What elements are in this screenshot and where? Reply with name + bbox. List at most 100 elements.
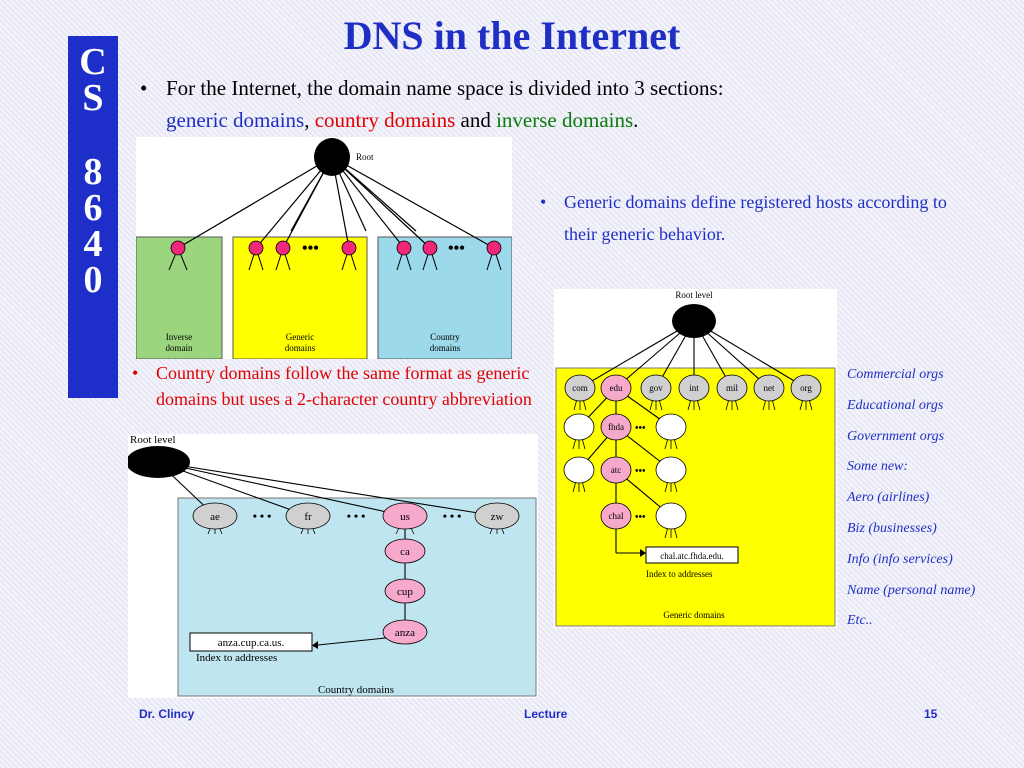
course-letter: S — [82, 77, 104, 119]
org-item: Name (personal name) — [847, 582, 976, 598]
tld-node — [564, 374, 596, 402]
index-label: Index to addresses — [646, 569, 713, 579]
tree-node — [248, 240, 264, 256]
org-item: Etc.. — [847, 613, 873, 629]
address-box — [189, 632, 313, 652]
country-label-2: domains — [430, 343, 461, 353]
org-item: Info (info services) — [847, 551, 953, 567]
index-label: Index to addresses — [196, 652, 277, 664]
tree-node — [486, 240, 502, 256]
generic-label-1: Generic — [286, 332, 314, 342]
tree-node — [600, 456, 632, 484]
inverse-domains-term: inverse domains — [496, 108, 634, 132]
tree-node — [396, 240, 412, 256]
tld-label: ae — [210, 511, 220, 523]
tree-node — [600, 413, 632, 441]
country-bullet: •Country domains follow the same format … — [132, 360, 552, 412]
node-label: atc — [611, 465, 622, 475]
address-box — [645, 546, 739, 564]
tree-node — [275, 240, 291, 256]
intro-bullet: •For the Internet, the domain name space… — [140, 76, 724, 132]
tree-node — [600, 502, 632, 530]
tld-node — [753, 374, 785, 402]
node-label: chal — [609, 511, 624, 521]
root-node — [128, 446, 190, 478]
tree-node — [655, 413, 687, 441]
node-label: fhda — [608, 422, 624, 432]
tld-label: int — [689, 383, 699, 393]
tree-node — [563, 456, 595, 484]
inverse-label-2: domain — [166, 343, 193, 353]
tld-label: fr — [304, 511, 312, 523]
tld-node — [382, 502, 428, 530]
tree-node — [170, 240, 186, 256]
tld-label: mil — [726, 383, 739, 393]
tree-node — [655, 502, 687, 530]
footer-page-number: 15 — [924, 707, 938, 721]
inverse-label-1: Inverse — [166, 332, 193, 342]
generic-bullet-text: Generic domains define registered hosts … — [564, 192, 947, 244]
generic-domain-box — [232, 236, 368, 359]
slide-title: DNS in the Internet — [343, 13, 681, 58]
root-level-label: Root level — [675, 290, 713, 300]
root-node — [672, 304, 716, 338]
and-word: and — [460, 108, 491, 132]
country-bullet-text: Country domains follow the same format a… — [156, 363, 532, 409]
country-panel — [177, 497, 537, 697]
inverse-domain-box — [136, 236, 223, 359]
org-item: Biz (businesses) — [847, 520, 937, 536]
node-label: ca — [400, 546, 410, 558]
org-item: Commercial orgs — [847, 367, 944, 382]
generic-orgs-list: Commercial orgs Educational orgs Governm… — [847, 364, 1022, 641]
course-digit: 8 — [83, 151, 103, 193]
ellipsis: ••• — [635, 423, 646, 434]
tld-label: zw — [491, 511, 504, 523]
comma: , — [304, 108, 310, 132]
footer-author: Dr. Clincy — [139, 707, 195, 721]
tree-node — [384, 578, 426, 604]
generic-domains-term: generic domains — [166, 108, 305, 132]
tld-label: us — [400, 511, 410, 523]
domain-sections-figure: Root ••• ••• Inverse domain Generic doma… — [136, 137, 512, 359]
tld-node — [192, 502, 238, 530]
country-label-1: Country — [430, 332, 460, 342]
root-level-label: Root level — [130, 434, 176, 446]
generic-domains-figure: Root level — [554, 289, 837, 628]
course-digit: 6 — [83, 187, 103, 229]
tld-node — [285, 502, 331, 530]
ellipsis: • • • — [253, 509, 272, 523]
address-text: anza.cup.ca.us. — [218, 637, 285, 649]
generic-bullet: •Generic domains define registered hosts… — [540, 186, 960, 250]
node-label: cup — [397, 586, 413, 598]
ellipsis: ••• — [302, 240, 319, 257]
ellipsis: ••• — [635, 466, 646, 477]
generic-label-2: domains — [285, 343, 316, 353]
tld-node — [640, 374, 672, 402]
root-label: Root — [356, 152, 374, 162]
generic-panel — [555, 367, 836, 627]
course-digit: 0 — [83, 259, 103, 301]
tld-node — [790, 374, 822, 402]
country-domains-term: country domains — [314, 108, 456, 132]
tld-node — [474, 502, 520, 530]
ellipsis: • • • — [443, 509, 462, 523]
tld-node — [600, 374, 632, 402]
ellipsis: ••• — [448, 240, 465, 257]
tree-node — [341, 240, 357, 256]
org-item: Government orgs — [847, 428, 945, 444]
tld-node — [678, 374, 710, 402]
intro-text: For the Internet, the domain name space … — [166, 76, 724, 100]
tree-node — [655, 456, 687, 484]
panel-caption: Generic domains — [663, 610, 725, 620]
country-domains-figure: Root level ae fr us zw ca cup anza • • •… — [128, 434, 538, 698]
course-letter: C — [79, 41, 107, 83]
node-label: anza — [395, 627, 415, 639]
tree-node — [563, 413, 595, 441]
tld-label: net — [764, 383, 775, 393]
footer-center: Lecture — [524, 707, 568, 721]
course-label: C S 8 6 4 0 — [68, 36, 118, 398]
tld-label: org — [800, 383, 812, 393]
tree-node — [384, 538, 426, 564]
ellipsis: • • • — [347, 509, 366, 523]
period: . — [633, 108, 639, 132]
